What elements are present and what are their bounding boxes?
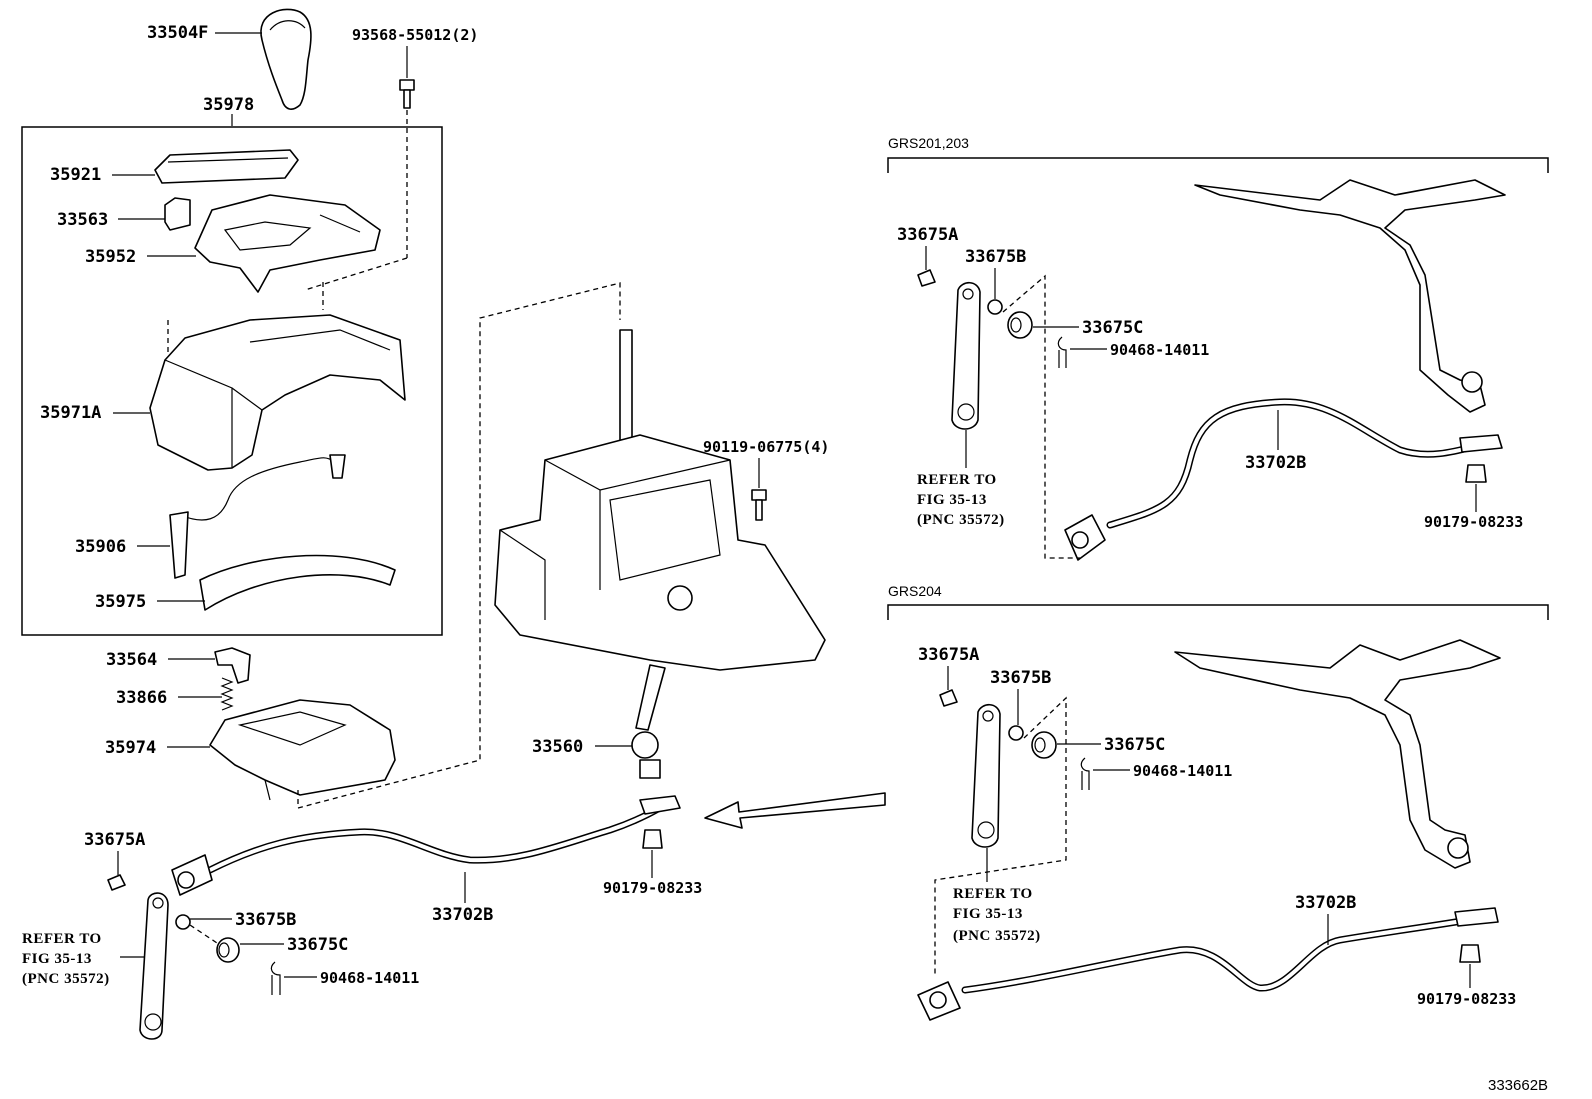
link-lever-main [139, 892, 169, 1040]
link-lever-a [951, 281, 981, 430]
bushing-33675B-a [987, 299, 1003, 315]
body-bracket-b [1174, 639, 1501, 869]
nut-90179-a [1465, 464, 1487, 483]
label-33702B-main: 33702B [432, 905, 493, 925]
shift-base-35974 [209, 699, 396, 801]
label-90468-b: 90468-14011 [1133, 762, 1232, 780]
label-33675A-main: 33675A [84, 830, 145, 850]
refer-line3-a: (PNC 35572) [917, 512, 1005, 528]
label-35974: 35974 [105, 738, 156, 758]
shift-knob [260, 8, 312, 110]
label-35975: 35975 [95, 592, 146, 612]
label-33675A-b: 33675A [918, 645, 979, 665]
dash-bushing-main [189, 924, 221, 946]
bushing-33675C-a [1007, 311, 1033, 339]
bushing-33675C-b [1031, 731, 1057, 759]
label-33675B-a: 33675B [965, 247, 1026, 267]
label-33675C-a: 33675C [1082, 318, 1143, 338]
refer-line3-main: (PNC 35572) [22, 971, 110, 987]
indicator-plate [154, 149, 299, 184]
cable-33702B-main [171, 795, 681, 896]
label-33675A-a: 33675A [897, 225, 958, 245]
switch-33563 [164, 197, 191, 231]
dash-93568b [304, 257, 408, 291]
refer-line1-a: REFER TO [917, 472, 997, 488]
label-33675C-main: 33675C [287, 935, 348, 955]
console-assembly-box [21, 126, 443, 636]
label-90179-a: 90179-08233 [1424, 513, 1523, 531]
shift-bezel [194, 194, 381, 293]
wire-harness [169, 454, 346, 579]
bracket-grs204 [887, 604, 1549, 620]
bolt-33675A-a [917, 269, 936, 287]
label-90468-a: 90468-14011 [1110, 341, 1209, 359]
label-33866: 33866 [116, 688, 167, 708]
label-93568: 93568-55012(2) [352, 26, 478, 44]
spring-33866 [220, 677, 234, 711]
label-35921: 35921 [50, 165, 101, 185]
bolt-33675A-b [939, 689, 958, 707]
dash-grs204 [934, 696, 1067, 975]
dash-to-lever [297, 282, 621, 809]
shift-lever-assembly [494, 329, 826, 671]
label-35952: 35952 [85, 247, 136, 267]
label-33675B-main: 33675B [235, 910, 296, 930]
bolt-33675A-main [107, 874, 126, 891]
refer-line1-b: REFER TO [953, 886, 1033, 902]
body-bracket-a [1194, 179, 1506, 413]
label-33563: 33563 [57, 210, 108, 230]
screw-93568 [399, 79, 415, 109]
label-35906: 35906 [75, 537, 126, 557]
clip-90468-a [1057, 336, 1067, 368]
refer-note-main: REFER TO FIG 35-13 (PNC 35572) [22, 931, 145, 987]
label-90179-main: 90179-08233 [603, 879, 702, 897]
refer-line2-b: FIG 35-13 [953, 906, 1023, 922]
label-33560: 33560 [532, 737, 583, 757]
clip-90468-main [270, 961, 281, 995]
label-90179-b: 90179-08233 [1417, 990, 1516, 1008]
label-33675C-b: 33675C [1104, 735, 1165, 755]
shift-arm-33560 [631, 664, 666, 779]
bracket-grs201 [887, 157, 1549, 173]
clip-90468-b [1080, 757, 1090, 790]
link-lever-b [971, 703, 1001, 848]
cable-33702B-b [917, 907, 1499, 1021]
refer-line2-main: FIG 35-13 [22, 951, 92, 967]
label-35971A: 35971A [40, 403, 101, 423]
bushing-33675C-main [216, 937, 240, 963]
nut-90179-b [1459, 944, 1481, 963]
console-housing [149, 314, 406, 471]
direction-arrow [704, 792, 886, 829]
bushing-33675B-b [1008, 725, 1024, 741]
label-33564: 33564 [106, 650, 157, 670]
group-label-grs204: GRS204 [888, 583, 942, 599]
label-90119: 90119-06775(4) [703, 438, 829, 456]
refer-line1-main: REFER TO [22, 931, 102, 947]
label-33702B-b: 33702B [1295, 893, 1356, 913]
refer-line3-b: (PNC 35572) [953, 928, 1041, 944]
label-90468-main: 90468-14011 [320, 969, 419, 987]
diagram-id: 333662B [1488, 1077, 1548, 1094]
label-35978: 35978 [203, 95, 254, 115]
label-33504F: 33504F [147, 23, 208, 43]
dash-grs201 [1002, 274, 1080, 559]
nut-90179-main [642, 829, 663, 849]
group-label-grs201: GRS201,203 [888, 135, 969, 151]
refer-note-a: REFER TO FIG 35-13 (PNC 35572) [917, 430, 1005, 528]
refer-note-b: REFER TO FIG 35-13 (PNC 35572) [953, 848, 1041, 944]
bushing-33675B-main [175, 914, 191, 930]
cable-33702B-a [1064, 398, 1503, 561]
clip-33564 [214, 647, 251, 684]
cover-35975 [199, 554, 396, 611]
label-33675B-b: 33675B [990, 668, 1051, 688]
label-33702B-a: 33702B [1245, 453, 1306, 473]
bolt-90119 [751, 489, 767, 521]
refer-line2-a: FIG 35-13 [917, 492, 987, 508]
